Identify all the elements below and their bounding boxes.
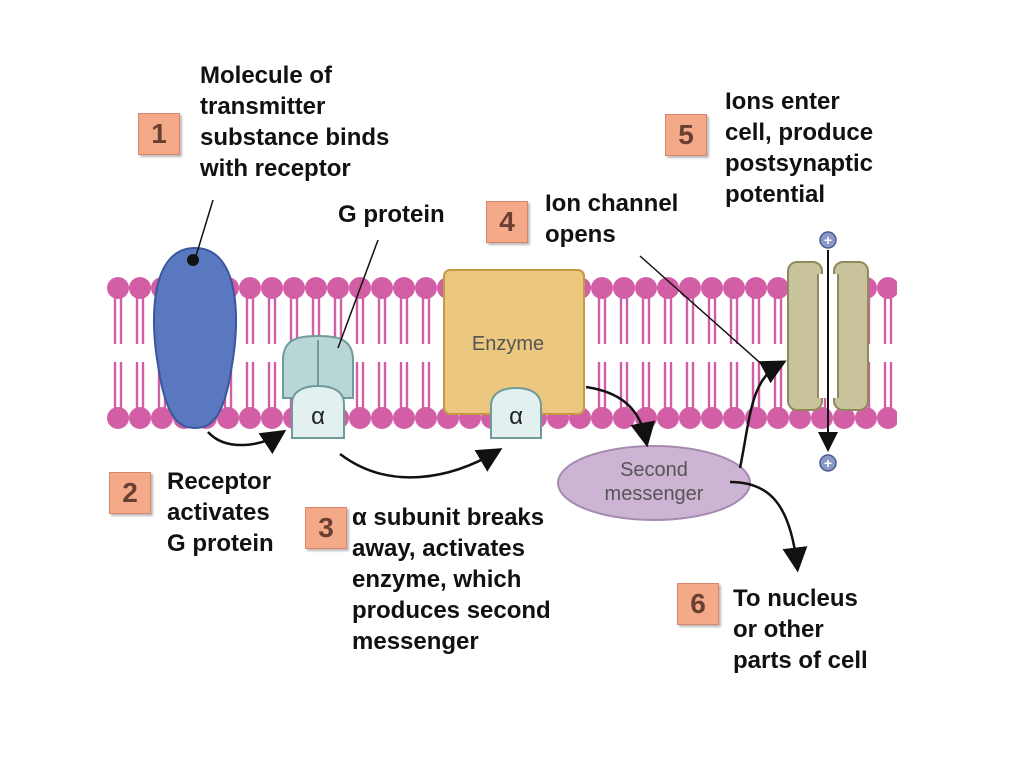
g-protein-label: G protein xyxy=(338,201,445,228)
enzyme: Enzyme xyxy=(443,269,585,415)
ion-plus-bottom-label: + xyxy=(824,455,832,471)
step-6-label: To nucleus or other parts of cell xyxy=(733,585,868,674)
arrow-second-messenger-to-channel xyxy=(738,360,787,469)
ion-plus-top: + xyxy=(819,231,837,249)
step-3-label: α subunit breaks away, activates enzyme,… xyxy=(352,504,551,655)
step-2-box: 2 xyxy=(109,472,151,514)
step-5-box: 5 xyxy=(665,114,707,156)
ion-plus-top-label: + xyxy=(824,232,832,248)
g-protein-alpha-label: α xyxy=(311,403,325,430)
step-3-box: 3 xyxy=(305,507,347,549)
step-6-box: 6 xyxy=(677,583,719,625)
transmitter-molecule xyxy=(187,254,199,266)
enzyme-label: Enzyme xyxy=(472,333,544,355)
receptor xyxy=(152,246,238,430)
pointer-ion-channel xyxy=(639,255,767,369)
enzyme-alpha-subunit: α xyxy=(490,386,542,439)
step-1-box: 1 xyxy=(138,113,180,155)
arrow-receptor-to-g-protein xyxy=(207,429,287,455)
step-5-label: Ions enter cell, produce postsynaptic po… xyxy=(725,88,874,208)
ion-plus-bottom: + xyxy=(819,454,837,472)
step-2-label: Receptor activates G protein xyxy=(167,468,274,557)
step-1-label: Molecule of transmitter substance binds … xyxy=(200,62,390,182)
enzyme-alpha-label: α xyxy=(509,403,523,430)
pointer-g-protein xyxy=(337,239,379,349)
arrow-second-messenger-to-nucleus xyxy=(729,480,808,573)
step-4-box: 4 xyxy=(486,201,528,243)
ion-channel xyxy=(787,250,869,452)
g-protein: α xyxy=(282,334,354,439)
arrow-alpha-to-enzyme xyxy=(339,448,503,479)
arrow-enzyme-to-second-messenger xyxy=(585,385,656,448)
pointer-receptor xyxy=(195,199,214,257)
step-4-label: Ion channel opens xyxy=(545,190,679,248)
